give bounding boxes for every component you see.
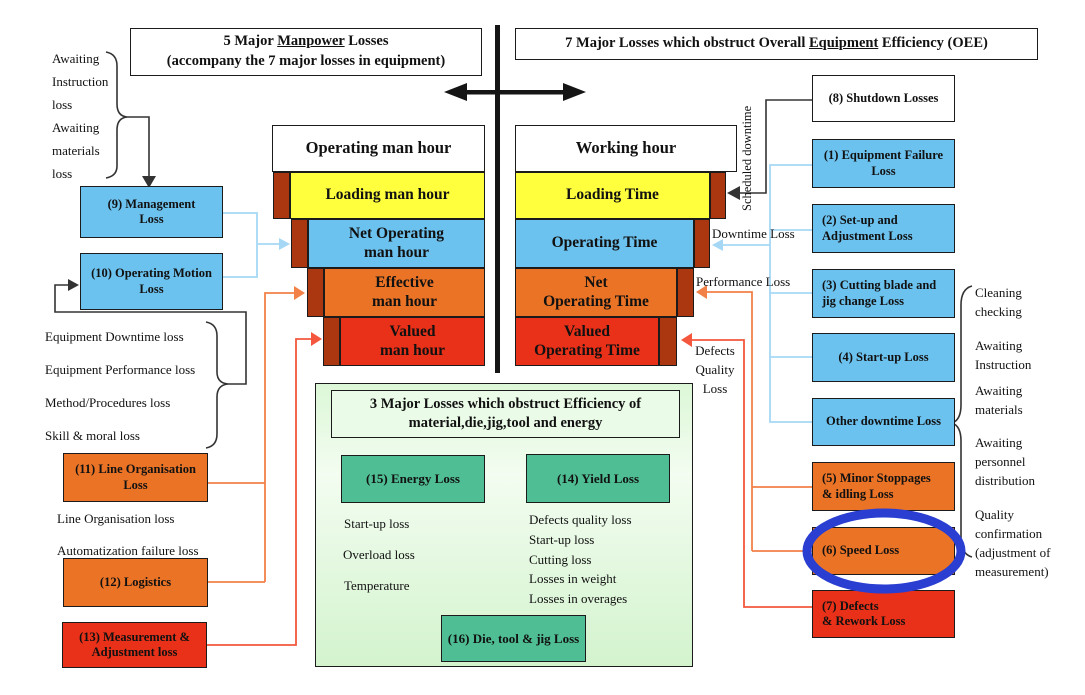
setup-adjustment-loss-box: (2) Set-up and Adjustment Loss	[812, 204, 955, 253]
downtime-loss-label: Downtime Loss	[712, 226, 795, 241]
left-right-double-arrow-icon	[444, 83, 586, 101]
scheduled-downtime-label: Scheduled downtime	[740, 105, 754, 211]
shutdown-losses-box: (8) Shutdown Losses	[812, 75, 955, 122]
operating-motion-loss-box: (10) Operating Motion Loss	[80, 253, 223, 310]
yield-item-cutting: Cutting loss	[529, 552, 592, 567]
valued-operating-time-loss-bar	[659, 317, 677, 366]
arrowhead-shutdown	[727, 186, 740, 200]
operating-time-bar: Operating Time	[515, 219, 694, 268]
die-tool-jig-loss-box: (16) Die, tool & jig Loss	[441, 615, 586, 662]
arrowhead-effective-man-hour	[294, 286, 305, 300]
net-operating-man-hour-bar: Net Operating man hour	[308, 219, 485, 268]
connector-performance-left	[208, 292, 297, 583]
arrowhead-into-management	[142, 176, 156, 188]
awaiting-instruction-note: Awaiting Instruction	[975, 338, 1032, 372]
startup-loss-box: (4) Start-up Loss	[812, 333, 955, 382]
net-operating-man-hour-loss-bar	[291, 219, 308, 268]
measurement-adjustment-loss-box: (13) Measurement & Adjustment loss	[62, 622, 207, 668]
effective-man-hour-bar: Effective man hour	[324, 268, 485, 317]
loading-man-hour-loss-bar	[273, 172, 290, 219]
other-downtime-loss-box: Other downtime Loss	[812, 398, 955, 446]
energy-loss-box: (15) Energy Loss	[341, 455, 485, 503]
arrowhead-downtime-loss	[712, 239, 723, 251]
awaiting-materials-note: Awaiting materials	[975, 383, 1023, 417]
valued-man-hour-loss-bar	[323, 317, 340, 366]
manpower-header-line2: (accompany the 7 major losses in equipme…	[166, 53, 446, 69]
operating-time-loss-bar	[694, 219, 710, 268]
method-procedures-loss-note: Method/Procedures loss	[45, 395, 171, 410]
awaiting-instruction-loss-note: Awaiting Instruction loss	[52, 51, 109, 112]
yield-item-defects: Defects quality loss	[529, 512, 632, 527]
connector-shutdown	[736, 99, 812, 194]
logistics-loss-box: (12) Logistics	[63, 558, 208, 607]
valued-man-hour-bar: Valued man hour	[340, 317, 485, 366]
performance-loss-label: Performance Loss	[696, 274, 791, 289]
yield-item-overages: Losses in overages	[529, 591, 628, 606]
equipment-performance-loss-note: Equipment Performance loss	[45, 362, 196, 377]
speed-loss-box: (6) Speed Loss	[812, 527, 955, 575]
cutting-blade-jig-change-loss-box: (3) Cutting blade and jig change Loss	[812, 269, 955, 318]
effective-man-hour-loss-bar	[307, 268, 324, 317]
minor-stoppages-idling-loss-box: (5) Minor Stoppages & idling Loss	[812, 462, 955, 511]
connector-performance-right	[704, 291, 812, 552]
awaiting-personnel-note: Awaiting personnel distribution	[975, 435, 1035, 488]
brace-awaiting-losses	[105, 51, 150, 180]
working-hour-title: Working hour	[515, 125, 737, 172]
quality-confirmation-note: Quality confirmation (adjustment of meas…	[975, 507, 1051, 579]
connector-downtime-left	[223, 212, 282, 278]
energy-item-temperature: Temperature	[344, 578, 410, 593]
yield-loss-box: (14) Yield Loss	[526, 454, 670, 503]
brace-equipment-losses	[54, 284, 247, 449]
net-operating-time-loss-bar	[677, 268, 694, 317]
equipment-downtime-loss-note: Equipment Downtime loss	[45, 329, 184, 344]
material-losses-panel-title: 3 Major Losses which obstruct Efficiency…	[331, 390, 680, 438]
cleaning-checking-note: Cleaning checking	[975, 285, 1022, 319]
defects-quality-loss-label: Defects Quality Loss	[695, 343, 735, 396]
manpower-losses-header: 5 Major Manpower Losses (accompany the 7…	[130, 28, 482, 76]
yield-item-weight: Losses in weight	[529, 571, 617, 586]
equipment-failure-loss-box: (1) Equipment Failure Loss	[812, 139, 955, 188]
loading-time-loss-bar	[710, 172, 726, 219]
net-operating-time-bar: Net Operating Time	[515, 268, 677, 317]
center-divider-line	[495, 25, 500, 373]
equipment-losses-header: 7 Major Losses which obstruct Overall Eq…	[515, 28, 1038, 60]
arrowhead-defects-quality-loss	[681, 333, 692, 347]
skill-moral-loss-note: Skill & moral loss	[45, 428, 140, 443]
manpower-header-line1: 5 Major Manpower Losses	[223, 33, 389, 50]
arrowhead-performance-loss	[696, 285, 707, 299]
defects-rework-loss-box: (7) Defects & Rework Loss	[812, 590, 955, 638]
arrowhead-net-operating-man-hour	[279, 238, 290, 250]
brace-equipment-notes	[949, 285, 973, 558]
automatization-failure-loss-note: Automatization failure loss	[57, 543, 199, 558]
loading-man-hour-bar: Loading man hour	[290, 172, 485, 219]
arrowhead-into-operating-motion	[68, 279, 79, 291]
connector-defects-left	[207, 338, 314, 646]
yield-item-startup: Start-up loss	[529, 532, 595, 547]
energy-item-startup: Start-up loss	[344, 516, 410, 531]
valued-operating-time-bar: Valued Operating Time	[515, 317, 659, 366]
energy-item-overload: Overload loss	[343, 547, 415, 562]
connector-downtime-right	[720, 164, 812, 423]
arrowhead-valued-man-hour	[311, 332, 322, 346]
line-organisation-loss-box: (11) Line Organisation Loss	[63, 453, 208, 502]
awaiting-materials-loss-note: Awaiting materials loss	[52, 120, 100, 181]
loading-time-bar: Loading Time	[515, 172, 710, 219]
management-loss-box: (9) Management Loss	[80, 186, 223, 238]
connector-defects-right	[691, 339, 812, 608]
line-organisation-loss-note: Line Organisation loss	[57, 511, 175, 526]
operating-man-hour-title: Operating man hour	[272, 125, 485, 172]
equipment-header-line: 7 Major Losses which obstruct Overall Eq…	[565, 35, 988, 52]
